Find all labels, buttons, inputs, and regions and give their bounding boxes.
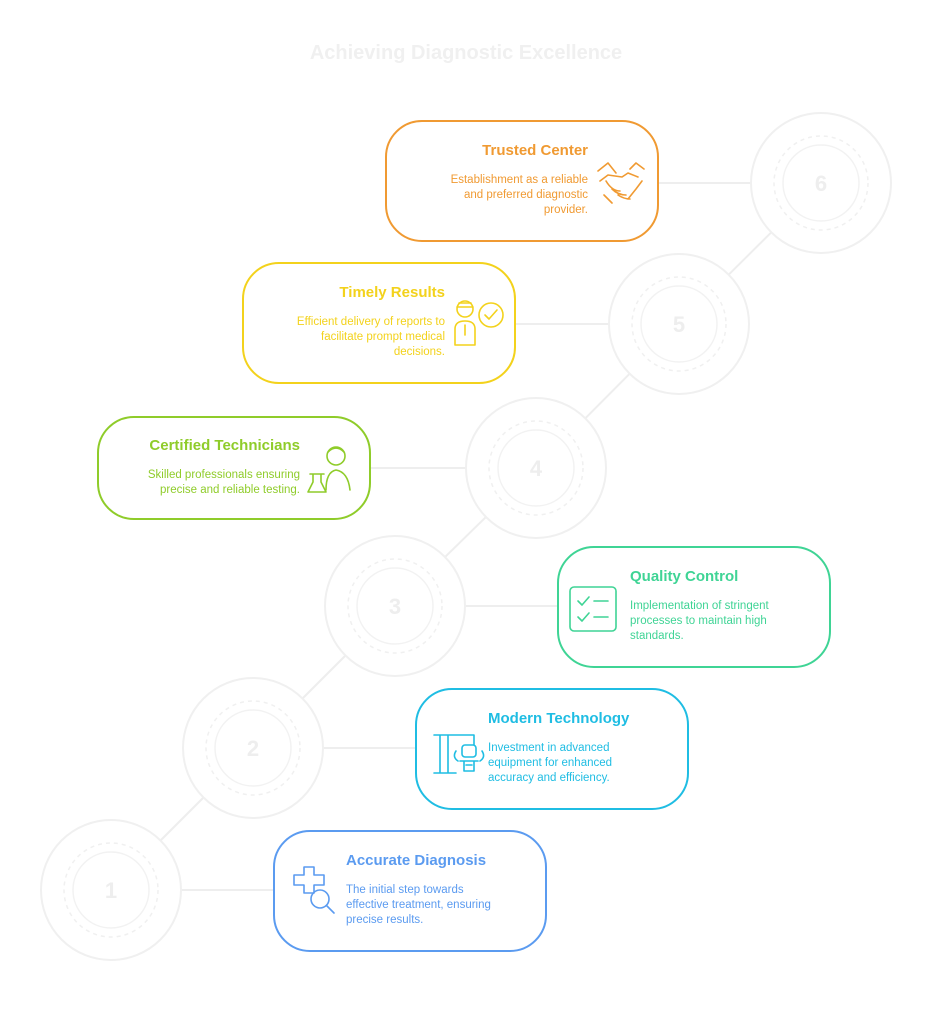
step-description-line: Efficient delivery of reports to xyxy=(297,316,445,328)
step-title: Trusted Center xyxy=(482,142,588,159)
circle-link xyxy=(727,231,773,276)
step-description-line: equipment for enhanced xyxy=(488,757,612,769)
connectors xyxy=(159,182,773,891)
circle-link xyxy=(584,372,631,420)
circle-link xyxy=(159,796,205,842)
step-circle-5: 5 xyxy=(608,253,750,395)
step-description-line: precise and reliable testing. xyxy=(160,484,300,496)
person-check-icon xyxy=(454,300,504,346)
step-number: 6 xyxy=(815,171,827,196)
step-number: 5 xyxy=(673,312,685,337)
card-border xyxy=(557,546,831,668)
card-border xyxy=(415,688,689,810)
step-circles: 1 2 3 4 5 6 xyxy=(40,112,892,961)
step-description-line: processes to maintain high xyxy=(630,615,767,627)
step-number: 2 xyxy=(247,736,259,761)
step-number: 3 xyxy=(389,594,401,619)
technician-icon xyxy=(307,446,351,493)
card-border xyxy=(97,416,371,520)
step-description-line: standards. xyxy=(630,630,684,642)
step-description-line: Implementation of stringent xyxy=(630,600,770,612)
step-circle-4: 4 xyxy=(465,397,607,539)
checklist-icon xyxy=(569,586,617,632)
circle-link xyxy=(301,654,347,700)
step-circle-3: 3 xyxy=(324,535,466,677)
step-description-line: Investment in advanced xyxy=(488,742,609,754)
step-description-line: precise results. xyxy=(346,914,423,926)
step-description-line: accuracy and efficiency. xyxy=(488,772,610,784)
card-border xyxy=(385,120,659,242)
step-circle-1: 1 xyxy=(40,819,182,961)
step-title: Accurate Diagnosis xyxy=(346,852,486,869)
circle-link xyxy=(444,516,487,558)
step-title: Quality Control xyxy=(630,568,738,585)
step-description-line: effective treatment, ensuring xyxy=(346,899,491,911)
step-circle-2: 2 xyxy=(182,677,324,819)
step-circle-6: 6 xyxy=(750,112,892,254)
step-description-line: The initial step towards xyxy=(346,884,464,896)
step-description-line: provider. xyxy=(544,204,588,216)
step-description-line: and preferred diagnostic xyxy=(464,189,588,201)
step-title: Certified Technicians xyxy=(149,437,300,454)
page-title: Achieving Diagnostic Excellence xyxy=(309,42,623,64)
step-description-line: decisions. xyxy=(394,346,445,358)
card-border xyxy=(273,830,547,952)
step-description-line: Skilled professionals ensuring xyxy=(148,469,300,481)
step-description-line: Establishment as a reliable xyxy=(451,174,588,186)
handshake-icon xyxy=(597,162,645,204)
step-number: 4 xyxy=(530,456,543,481)
step-number: 1 xyxy=(105,878,117,903)
card-border xyxy=(242,262,516,384)
step-description-line: facilitate prompt medical xyxy=(321,331,445,343)
step-title: Modern Technology xyxy=(488,710,630,727)
step-title: Timely Results xyxy=(339,284,445,301)
medical-search-icon xyxy=(293,866,335,914)
robotic-arm-icon xyxy=(433,734,485,774)
